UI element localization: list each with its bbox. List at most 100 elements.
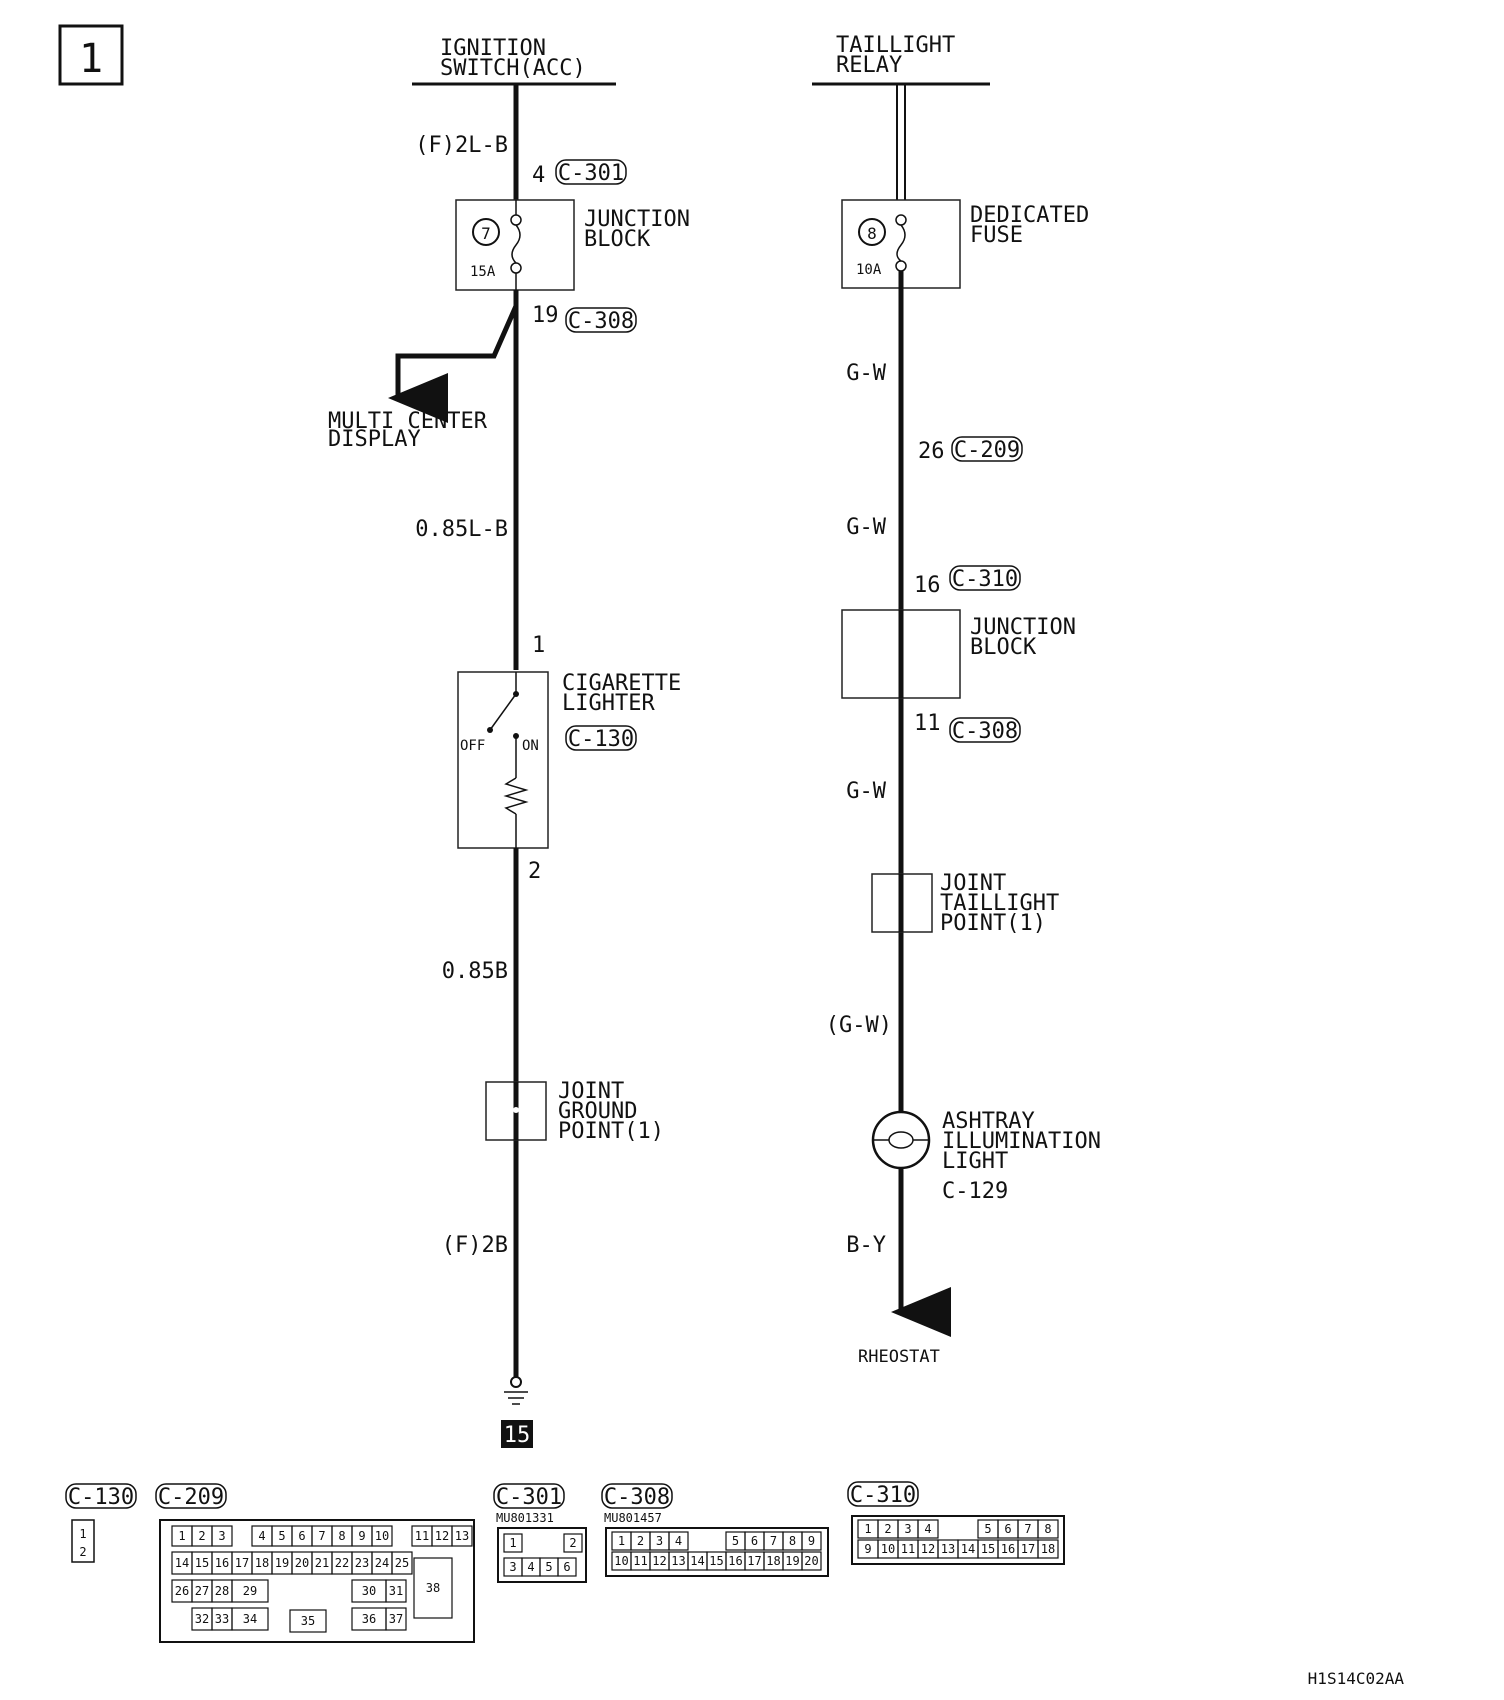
- c209-face: [159, 1519, 475, 1643]
- c301-label: C-301: [496, 1485, 562, 1510]
- c209-pin: 28: [215, 1584, 229, 1598]
- left-pin-out: 19: [532, 303, 559, 328]
- c310-pin: 15: [981, 1542, 995, 1556]
- right-wire4-label: (G-W): [826, 1013, 892, 1038]
- c310-pin: 11: [901, 1542, 915, 1556]
- off-label: OFF: [460, 738, 485, 754]
- c209-pin: 15: [195, 1556, 209, 1570]
- jt-line3: POINT(1): [940, 911, 1046, 936]
- c310-pin: 10: [881, 1542, 895, 1556]
- c308-pin: 4: [675, 1534, 682, 1548]
- page-number-box: [58, 24, 124, 86]
- c209-pin: 10: [375, 1529, 389, 1543]
- c308-pin: 9: [808, 1534, 815, 1548]
- right-fuse-line2: FUSE: [970, 223, 1023, 248]
- left-fuse-terminal-top: [510, 214, 522, 226]
- c209-pin: 21: [315, 1556, 329, 1570]
- left-wire2-label: 0.85L-B: [415, 517, 508, 542]
- c301-pin-cell: [563, 1533, 583, 1553]
- right-conn-b: C-310: [952, 567, 1018, 592]
- c310-pin: 18: [1041, 1542, 1055, 1556]
- c209-pin: 18: [255, 1556, 269, 1570]
- c301-face: [497, 1527, 587, 1583]
- c209-pin: 26: [175, 1584, 189, 1598]
- c209-pin-cell: [211, 1525, 233, 1547]
- c308-pin: 18: [766, 1554, 780, 1568]
- c209-pin: 36: [362, 1612, 376, 1626]
- left-pin-in: 4: [532, 163, 545, 188]
- c209-pin: 7: [318, 1529, 325, 1543]
- c308-pin: 16: [728, 1554, 742, 1568]
- c209-pin: 38: [426, 1581, 440, 1595]
- jg-line2: GROUND: [558, 1099, 637, 1124]
- c209-pin: 9: [358, 1529, 365, 1543]
- c310-pin: 2: [884, 1522, 891, 1536]
- right-pin-a: 26: [918, 439, 945, 464]
- c301-pin: 5: [545, 1560, 552, 1574]
- c308-pin: 2: [637, 1534, 644, 1548]
- left-fuse-terminal-bottom: [510, 262, 522, 274]
- right-fuse-rating: 10A: [856, 262, 882, 278]
- lighter-line2: LIGHTER: [562, 691, 655, 716]
- left-fuse-element: [511, 224, 521, 264]
- c209-pin: 27: [195, 1584, 209, 1598]
- c310-pin-cell: [1037, 1539, 1059, 1559]
- jg-line3: POINT(1): [558, 1119, 664, 1144]
- c209-pin: 16: [215, 1556, 229, 1570]
- c209-pin: 34: [243, 1612, 257, 1626]
- c209-badge: [155, 1483, 227, 1509]
- right-wire3-label: G-W: [846, 779, 886, 804]
- c209-pin-cell: [371, 1525, 393, 1547]
- c209-pin: 25: [395, 1556, 409, 1570]
- lighter-pin1: 1: [532, 633, 545, 658]
- c209-pin: 13: [455, 1529, 469, 1543]
- c308-pin: 10: [614, 1554, 628, 1568]
- c308-pin: 20: [804, 1554, 818, 1568]
- c310-pin: 9: [864, 1542, 871, 1556]
- left-block-line2: BLOCK: [584, 227, 651, 252]
- c130-badge: [65, 1483, 137, 1509]
- c308-label: C-308: [604, 1485, 670, 1510]
- c308-pin: 12: [652, 1554, 666, 1568]
- right-block-line2: BLOCK: [970, 635, 1037, 660]
- right-conn-c-badge: [949, 717, 1021, 743]
- left-source-line2: SWITCH(ACC): [440, 56, 586, 81]
- left-conn-in: C-301: [558, 161, 624, 186]
- c209-pin: 4: [258, 1529, 265, 1543]
- c301-pin-cell: [503, 1533, 523, 1553]
- c209-label: C-209: [158, 1485, 224, 1510]
- c310-pin: 16: [1001, 1542, 1015, 1556]
- c209-pin: 19: [275, 1556, 289, 1570]
- c310-pin: 8: [1044, 1522, 1051, 1536]
- c130-pin: 2: [79, 1545, 86, 1559]
- c209-pin: 20: [295, 1556, 309, 1570]
- c308-pin: 6: [751, 1534, 758, 1548]
- c310-face: [851, 1515, 1065, 1565]
- c301-badge: [493, 1483, 565, 1509]
- left-wire1-label: (F)2L-B: [415, 133, 508, 158]
- lamp-conn: C-129: [942, 1179, 1008, 1204]
- c310-pin: 3: [904, 1522, 911, 1536]
- c209-pin: 8: [338, 1529, 345, 1543]
- c308-pin-cell: [801, 1531, 822, 1551]
- c301-pin-cell: [557, 1557, 577, 1577]
- right-fuse-number-circle: [858, 218, 886, 246]
- c308-pin: 3: [656, 1534, 663, 1548]
- c301-pin: 4: [527, 1560, 534, 1574]
- c310-pin: 17: [1021, 1542, 1035, 1556]
- right-wire2-label: G-W: [846, 515, 886, 540]
- c310-pin: 5: [984, 1522, 991, 1536]
- lighter-heater-element: [503, 777, 529, 815]
- c310-pin: 14: [961, 1542, 975, 1556]
- right-fuse-line1: DEDICATED: [970, 203, 1089, 228]
- right-conn-a: C-209: [954, 438, 1020, 463]
- c130-label: C-130: [68, 1485, 134, 1510]
- c308-pin-cell: [668, 1531, 689, 1551]
- c209-pin: 32: [195, 1612, 209, 1626]
- right-block-line1: JUNCTION: [970, 615, 1076, 640]
- c301-part: MU801331: [496, 1511, 554, 1525]
- c301-pin: 6: [563, 1560, 570, 1574]
- branch-line2: DISPLAY: [328, 427, 421, 452]
- c301-pin: 2: [569, 1536, 576, 1550]
